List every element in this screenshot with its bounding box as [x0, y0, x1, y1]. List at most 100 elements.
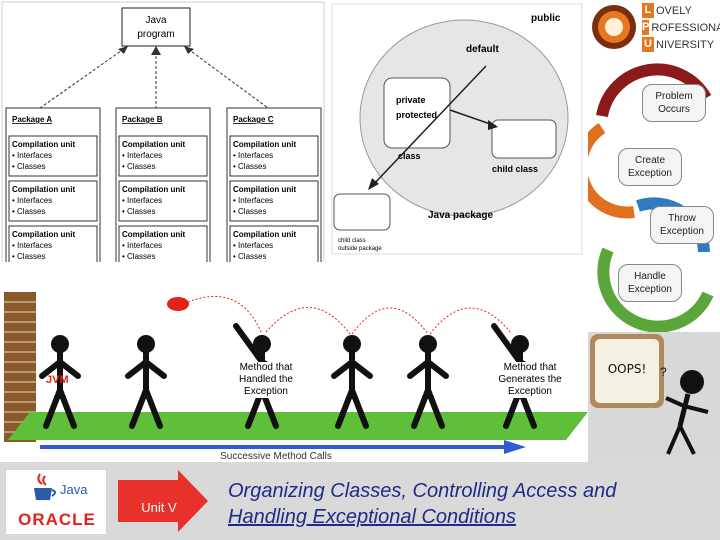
stick-figure-icon: [125, 335, 167, 429]
package-label: Package C: [233, 115, 274, 124]
compilation-unit-item: • Classes: [12, 162, 45, 171]
oops-panel: OOPS! ?: [588, 332, 720, 462]
compilation-unit-box: [118, 135, 208, 177]
arrow-head: [184, 46, 194, 54]
package-diagram-svg: Java program Package A Compilation unit • …: [1, 1, 325, 289]
oops-figure-icon: ?: [660, 365, 709, 455]
compilation-unit-item: • Interfaces: [233, 241, 273, 250]
compilation-unit-item: • Classes: [12, 252, 45, 261]
child-class-label: child class: [492, 164, 538, 174]
generates-method-label: Method that Generates the Exception: [484, 362, 576, 398]
jvm-label: JVM: [46, 374, 69, 386]
arrow-head: [488, 120, 498, 130]
java-program-label-1: Java: [145, 15, 167, 26]
access-diagram-svg: public default private protected class c…: [326, 0, 588, 262]
compilation-unit-item: • Interfaces: [233, 151, 273, 160]
compilation-unit-item: • Classes: [122, 252, 155, 261]
compilation-unit-item: • Interfaces: [122, 196, 162, 205]
compilation-unit-box: [229, 180, 319, 222]
footer-bar: Java ORACLE Unit V Organizing Classes, C…: [0, 462, 720, 540]
compilation-unit-box: [118, 225, 208, 267]
compilation-unit-box: [8, 135, 98, 177]
package-diagram: Java program Package A Compilation unit • …: [0, 0, 326, 290]
class-label: class: [398, 151, 421, 161]
java-wordmark: Java: [60, 482, 88, 497]
compilation-unit-item: • Classes: [12, 207, 45, 216]
outside-child-box: [333, 193, 391, 231]
compilation-unit-box: [8, 180, 98, 222]
package-label: Package B: [122, 115, 163, 124]
exception-step: Throw Exception: [650, 206, 714, 244]
compilation-unit-item: • Interfaces: [122, 241, 162, 250]
exception-step: Handle Exception: [618, 264, 682, 302]
access-control-diagram: public default private protected class c…: [326, 0, 588, 262]
compilation-unit-box: [118, 180, 208, 222]
compilation-unit-title: Compilation unit: [122, 230, 185, 239]
compilation-unit-box: [229, 135, 319, 177]
protected-label: protected: [396, 110, 437, 120]
arrow-head: [118, 46, 128, 54]
handled-method-label: Method that Handled the Exception: [224, 362, 308, 398]
compilation-unit-item: • Classes: [233, 252, 266, 261]
compilation-unit-item: • Interfaces: [12, 151, 52, 160]
java-oracle-logo: Java ORACLE: [6, 470, 106, 534]
stick-figure-icon: [39, 335, 81, 429]
oops-sign: OOPS!: [590, 334, 664, 408]
oracle-wordmark: ORACLE: [18, 510, 96, 529]
arrow-head: [151, 46, 161, 55]
compilation-unit-title: Compilation unit: [12, 185, 75, 194]
compilation-unit-title: Compilation unit: [122, 140, 185, 149]
compilation-unit-item: • Classes: [233, 207, 266, 216]
successive-calls-arrow-head: [504, 440, 526, 454]
outside-child-label-1: child class: [338, 238, 366, 244]
compilation-unit-item: • Interfaces: [233, 196, 273, 205]
java-cup-icon: [34, 473, 56, 500]
compilation-unit-title: Compilation unit: [233, 230, 296, 239]
lpu-emblem: [592, 5, 636, 49]
svg-text:?: ?: [660, 365, 667, 379]
package-label: Package A: [12, 115, 52, 124]
arrow-head: [368, 178, 379, 190]
java-program-label-2: program: [137, 29, 174, 40]
unit-label: Unit V: [141, 500, 177, 515]
exception-step: Create Exception: [618, 148, 682, 186]
compilation-unit-item: • Interfaces: [12, 196, 52, 205]
slide-title-line-2: Handling Exceptional Conditions: [228, 506, 516, 528]
compilation-unit-item: • Classes: [233, 162, 266, 171]
slide-title-line-1: Organizing Classes, Controlling Access a…: [228, 480, 617, 502]
default-label: default: [466, 44, 499, 55]
method-calls-illustration: JVM Successive Method Calls Method that …: [0, 262, 588, 462]
compilation-unit-item: • Interfaces: [12, 241, 52, 250]
compilation-unit-title: Compilation unit: [12, 140, 75, 149]
compilation-unit-title: Compilation unit: [12, 230, 75, 239]
compilation-unit-title: Compilation unit: [233, 185, 296, 194]
java-program-box: [121, 7, 191, 47]
unit-arrow: [118, 470, 208, 532]
child-class-box: [491, 119, 557, 159]
outside-child-label-2: outside package: [338, 246, 382, 252]
stick-figure-icon: [407, 335, 449, 429]
stick-figure-icon: [331, 335, 373, 429]
lpu-logo: LOVELYPROFESSIONALUNIVERSITY: [588, 0, 720, 56]
university-name-line: PROFESSIONAL: [642, 20, 720, 35]
compilation-unit-title: Compilation unit: [233, 140, 296, 149]
compilation-unit-item: • Classes: [122, 207, 155, 216]
java-package-circle: [359, 19, 569, 217]
compilation-unit-item: • Classes: [122, 162, 155, 171]
slide-title: Organizing Classes, Controlling Access a…: [228, 478, 718, 530]
oops-text: OOPS!: [607, 362, 647, 376]
private-label: private: [396, 95, 426, 105]
compilation-unit-item: • Interfaces: [122, 151, 162, 160]
successive-calls-label: Successive Method Calls: [220, 451, 332, 462]
exception-step: Problem Occurs: [642, 84, 706, 122]
class-box: [383, 77, 451, 149]
public-label: public: [531, 13, 561, 24]
compilation-unit-box: [229, 225, 319, 267]
grass-ground: [8, 412, 588, 440]
java-package-label: Java package: [428, 210, 493, 221]
exception-ball: [167, 297, 189, 311]
compilation-unit-title: Compilation unit: [122, 185, 185, 194]
